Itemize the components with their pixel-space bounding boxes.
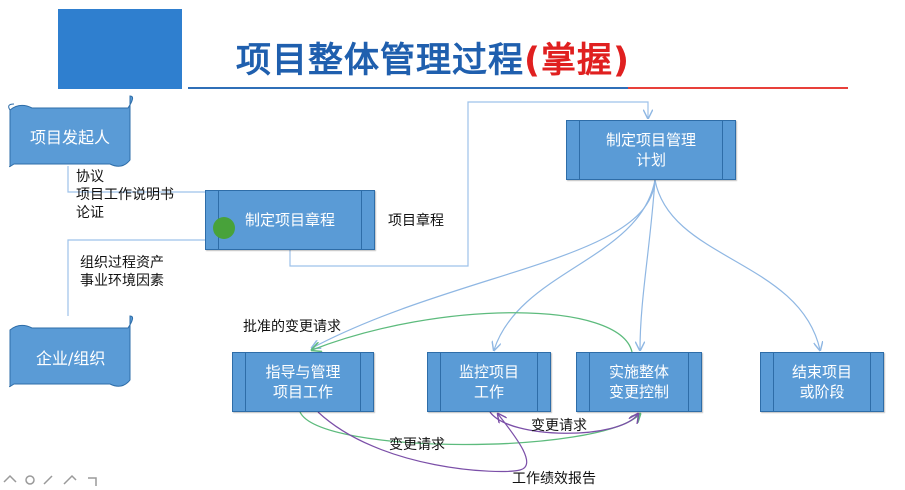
- org-outputs-text: 组织过程资产 事业环境因素: [80, 255, 164, 289]
- process-develop-plan[interactable]: 制定项目管理 计划: [566, 120, 736, 180]
- process-close-project[interactable]: 结束项目 或阶段: [760, 352, 884, 412]
- change-request-label-2: 变更请求: [531, 418, 587, 434]
- plan-to-close-line: [654, 179, 820, 350]
- process-integrated-change-control[interactable]: 实施整体 变更控制: [576, 352, 702, 412]
- charter-output-label: 项目章程: [388, 213, 444, 229]
- org-to-charter-line: [67, 239, 205, 316]
- plan-to-change-line: [640, 179, 656, 350]
- work-report-line: [317, 411, 528, 473]
- org-label: 企业/组织: [36, 349, 106, 368]
- approved-changes-label: 批准的变更请求: [243, 319, 341, 335]
- process-direct-manage-work[interactable]: 指导与管理 项目工作: [232, 352, 374, 412]
- work-report-label: 工作绩效报告: [512, 471, 596, 487]
- direct-change-request-line: [299, 411, 640, 446]
- org-scroll: [9, 315, 134, 388]
- title-highlight: (掌握): [524, 41, 631, 81]
- cursor-dot: [213, 217, 235, 239]
- approved-changes-line: [312, 312, 633, 352]
- process-monitor-work[interactable]: 监控项目 工作: [427, 352, 551, 412]
- process-develop-charter[interactable]: 制定项目章程: [205, 190, 375, 250]
- logo-panel: [58, 9, 182, 89]
- title-underline-blue: [188, 87, 628, 89]
- charter-to-plan-line: [289, 101, 648, 267]
- page-title: 项目整体管理过程(掌握): [236, 32, 630, 83]
- sponsor-to-charter-line: [67, 166, 205, 193]
- title-underline-red: [628, 87, 848, 89]
- sponsor-scroll: [8, 95, 134, 168]
- sponsor-label: 项目发起人: [30, 128, 111, 147]
- change-request-label-1: 变更请求: [389, 437, 445, 453]
- plan-to-monitor-line: [494, 179, 656, 350]
- sponsor-outputs-text: 协议 项目工作说明书 论证: [76, 169, 174, 221]
- presentation-toolbar: [3, 474, 97, 486]
- title-main: 项目整体管理过程: [236, 41, 525, 81]
